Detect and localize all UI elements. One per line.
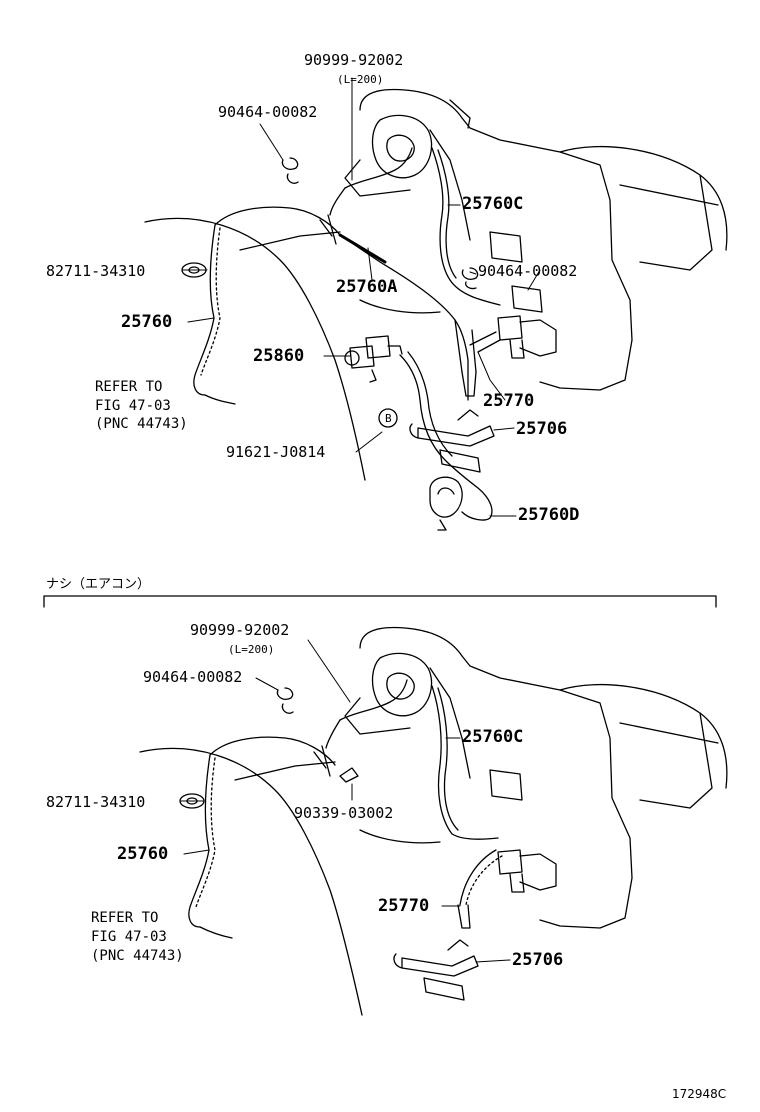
label-25706-lower: 25706: [512, 950, 564, 970]
label-90464-00082-lower: 90464-00082: [143, 668, 243, 686]
lower-leaders: [179, 639, 511, 963]
label-25706-upper: 25706: [516, 419, 568, 439]
diagram-id: 172948C: [672, 1087, 727, 1101]
upper-callout-b-circle: [378, 408, 398, 428]
label-25760-upper: 25760: [121, 312, 173, 332]
upper-vsv-25860: [344, 335, 493, 521]
label-25770-upper: 25770: [483, 391, 535, 411]
refer-to-line3-lower: (PNC 44743): [91, 948, 184, 964]
upper-clip-a: [281, 157, 299, 184]
lower-hose-25760C: [431, 685, 499, 840]
upper-bracket-25706: [409, 409, 495, 473]
lower-vsv-25770: [457, 849, 557, 929]
upper-clip-b: [461, 267, 479, 290]
label-25760A-upper: 25760A: [336, 277, 398, 297]
label-82711-34310-lower: 82711-34310: [46, 793, 146, 811]
upper-hose-25760: [193, 224, 236, 405]
lower-hose-25760: [188, 754, 233, 939]
label-90464-00082-upper-a: 90464-00082: [218, 103, 318, 121]
label-90999-92002-upper: 90999-92002: [304, 51, 404, 69]
label-length-upper: (L=200): [337, 73, 384, 86]
upper-hose-25760C: [431, 147, 501, 306]
lower-body-panel: [139, 747, 441, 1016]
label-82711-34310-upper: 82711-34310: [46, 262, 146, 280]
refer-to-line2-upper: FIG 47-03: [95, 398, 171, 414]
lower-vacuum-line: [209, 679, 408, 783]
refer-to-line1-upper: REFER TO: [95, 379, 163, 395]
callout-b-letter: B: [385, 412, 392, 425]
label-25860-upper: 25860: [253, 346, 305, 366]
section-header-no-aircon: ナシ（エアコン）: [46, 577, 151, 592]
label-25770-lower: 25770: [378, 896, 430, 916]
label-91621-J0814-upper: 91621-J0814: [226, 443, 326, 461]
upper-vacuum-line: [214, 147, 477, 401]
label-25760-lower: 25760: [117, 844, 169, 864]
lower-bracket-25706: [393, 939, 479, 1001]
label-25760C-lower: 25760C: [462, 727, 524, 747]
label-25760D-upper: 25760D: [518, 505, 580, 525]
upper-vsv-25770: [469, 315, 557, 359]
upper-leaders: [181, 77, 541, 517]
label-length-lower: (L=200): [228, 643, 275, 656]
label-90339-03002-lower: 90339-03002: [294, 804, 394, 822]
refer-to-line2-lower: FIG 47-03: [91, 929, 167, 945]
lower-clip: [276, 687, 294, 714]
label-90999-92002-lower: 90999-92002: [190, 621, 290, 639]
upper-body-panel: [144, 217, 441, 481]
label-25760C-upper: 25760C: [462, 194, 524, 214]
upper-part-25760D: [429, 476, 463, 531]
upper-manifold-outline: [344, 88, 728, 391]
section-bracket: [43, 595, 717, 608]
label-90464-00082-upper-b: 90464-00082: [478, 262, 578, 280]
upper-assembly: [144, 77, 728, 531]
lower-manifold-outline: [344, 626, 728, 929]
lower-assembly: [139, 626, 728, 1016]
refer-to-line3-upper: (PNC 44743): [95, 416, 188, 432]
refer-to-line1-lower: REFER TO: [91, 910, 159, 926]
